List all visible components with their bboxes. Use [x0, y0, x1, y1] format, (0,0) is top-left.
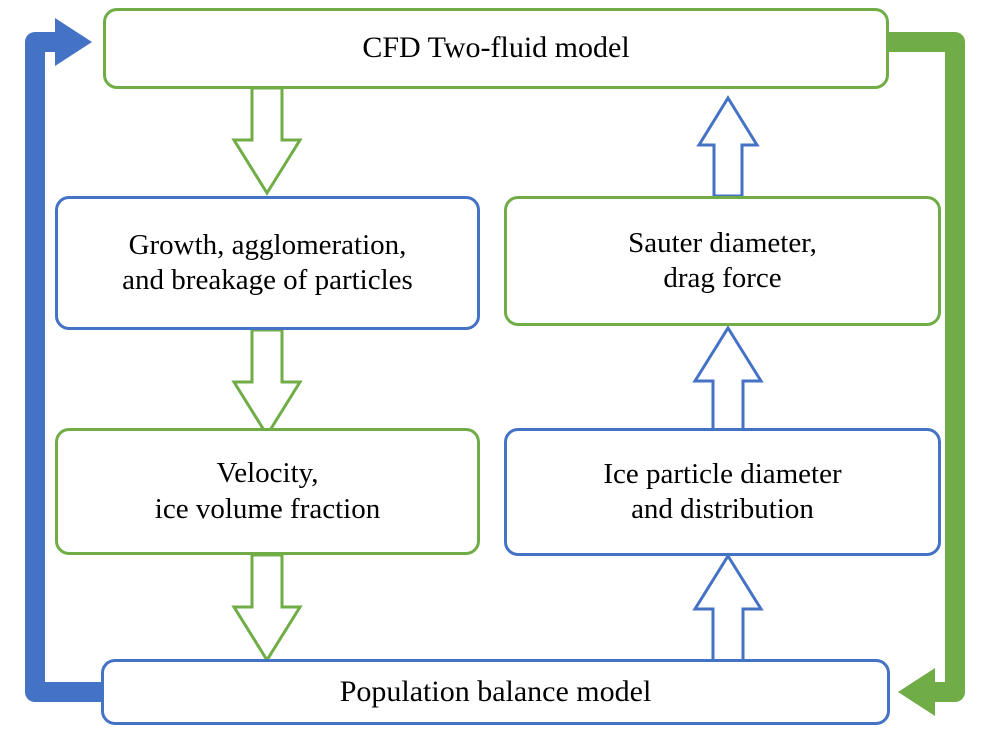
node-ice-particle-diameter-distribution[interactable]: Ice particle diameter and distribution [504, 428, 941, 556]
arrow-population-to-ice-particle [692, 553, 764, 663]
node-velocity-ice-volume-fraction[interactable]: Velocity, ice volume fraction [55, 428, 480, 555]
arrow-sauter-to-cfd [696, 95, 760, 198]
node-velocity-ice-volume-fraction-label: Velocity, ice volume fraction [154, 457, 381, 525]
arrow-cfd-to-population-right-loop [884, 32, 965, 716]
arrow-growth-to-velocity [231, 328, 303, 438]
node-population-balance-model-label: Population balance model [339, 674, 652, 708]
node-cfd-two-fluid-model[interactable]: CFD Two-fluid model [103, 8, 889, 89]
node-growth-agglomeration-breakage-label: Growth, agglomeration, and breakage of p… [122, 228, 413, 296]
node-population-balance-model[interactable]: Population balance model [101, 659, 890, 725]
node-cfd-two-fluid-model-label: CFD Two-fluid model [362, 31, 630, 65]
node-growth-agglomeration-breakage[interactable]: Growth, agglomeration, and breakage of p… [55, 196, 480, 330]
node-sauter-diameter-drag-force[interactable]: Sauter diameter, drag force [504, 196, 941, 326]
arrow-ice-particle-to-sauter [692, 325, 764, 435]
arrow-population-to-cfd-left-loop [25, 18, 110, 702]
node-sauter-diameter-drag-force-label: Sauter diameter, drag force [628, 226, 817, 294]
arrow-velocity-to-population [231, 553, 303, 663]
arrow-cfd-to-growth [231, 86, 303, 196]
node-ice-particle-diameter-distribution-label: Ice particle diameter and distribution [603, 457, 842, 525]
